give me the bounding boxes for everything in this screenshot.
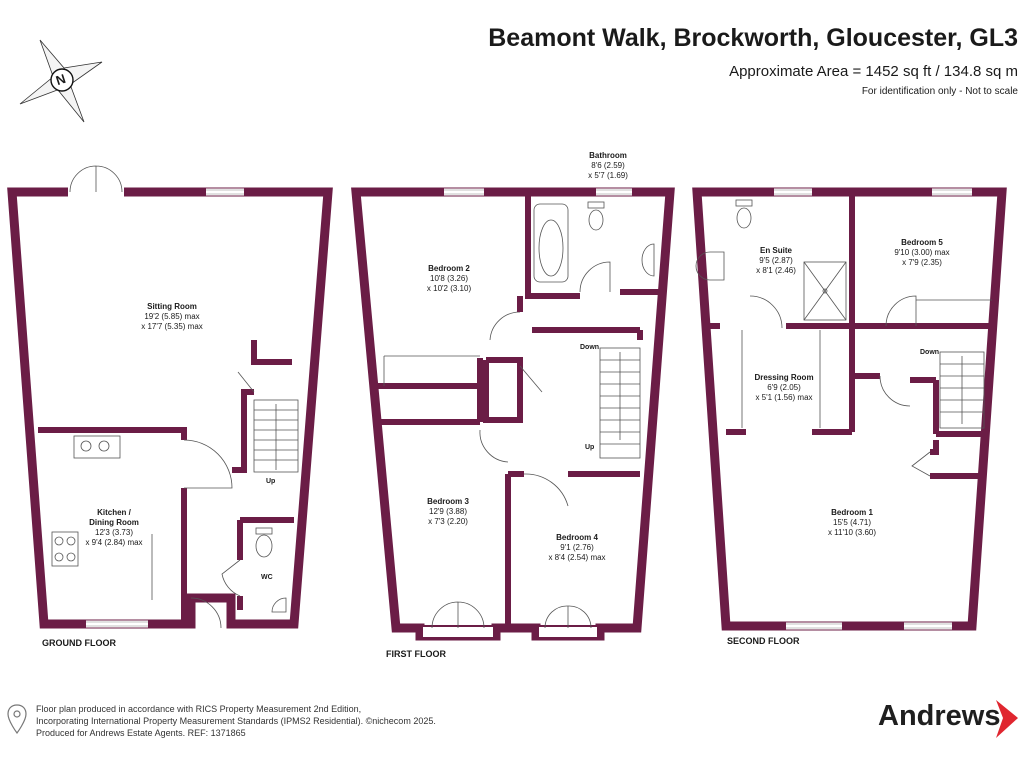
location-pin-icon — [7, 704, 27, 735]
property-title: Beamont Walk, Brockworth, Gloucester, GL… — [488, 24, 1018, 52]
room-bedroom-5: Bedroom 5 9'10 (3.00) max x 7'9 (2.35) — [894, 238, 950, 267]
brand-logo-icon — [996, 700, 1018, 738]
room-bedroom-4: Bedroom 4 9'1 (2.76) x 8'4 (2.54) max — [548, 533, 606, 562]
room-bedroom-2: Bedroom 2 10'8 (3.26) x 10'2 (3.10) — [426, 264, 472, 293]
ground-floor-label: GROUND FLOOR — [42, 638, 116, 648]
room-wc: WC — [261, 574, 273, 581]
room-dressing-room: Dressing Room 6'9 (2.05) x 5'1 (1.56) ma… — [754, 373, 814, 402]
footer-credits: Floor plan produced in accordance with R… — [36, 704, 436, 738]
second-floor-plan — [692, 187, 1007, 631]
first-floor-label: FIRST FLOOR — [386, 649, 446, 659]
room-sitting-room: Sitting Room 19'2 (5.85) max x 17'7 (5.3… — [141, 302, 203, 331]
compass-icon — [19, 39, 103, 123]
second-floor-label: SECOND FLOOR — [727, 636, 800, 646]
brand-name: Andrews — [878, 700, 1001, 732]
room-bedroom-3: Bedroom 3 12'9 (3.88) x 7'3 (2.20) — [427, 497, 469, 526]
ground-floor-plan — [7, 165, 333, 629]
room-bathroom: Bathroom 8'6 (2.59) x 5'7 (1.69) — [588, 151, 628, 180]
room-en-suite: En Suite 9'5 (2.87) x 8'1 (2.46) — [756, 246, 796, 275]
room-bedroom-1: Bedroom 1 15'5 (4.71) x 11'10 (3.60) — [827, 508, 877, 537]
stairs-up-label-first: Up — [585, 444, 595, 451]
approximate-area: Approximate Area = 1452 sq ft / 134.8 sq… — [729, 63, 1018, 80]
scale-note: For identification only - Not to scale — [861, 86, 1018, 97]
first-floor-plan — [351, 187, 675, 641]
stairs-up-label: Up — [266, 478, 276, 485]
room-kitchen-dining: Kitchen / Dining Room 12'3 (3.73) x 9'4 … — [85, 508, 143, 547]
stairs-down-label-second: Down — [920, 349, 940, 356]
stairs-down-label: Down — [580, 344, 600, 351]
